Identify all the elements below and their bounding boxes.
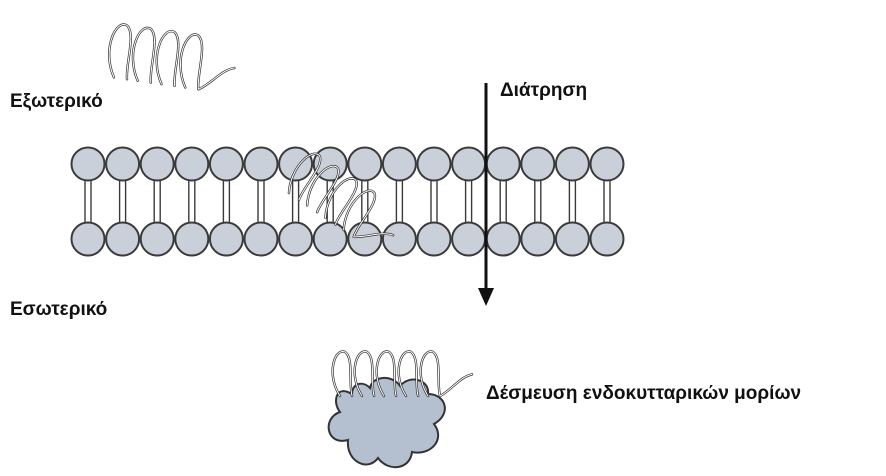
lipid-head-outer (245, 148, 278, 181)
binding-label: Δέσμευση ενδοκυτταρικών μορίων (486, 383, 801, 405)
lipid-head-inner (348, 223, 381, 256)
lipid-head-inner (487, 223, 520, 256)
intracellular-binding-complex (329, 351, 472, 467)
lipid-head-outer (279, 148, 312, 181)
lipid-head-inner (106, 223, 139, 256)
lipid-head-outer (418, 148, 451, 181)
helix-coil (106, 23, 239, 94)
lipid-head-outer (452, 148, 485, 181)
helix-highlight (106, 23, 239, 94)
lipid-head-outer (383, 148, 416, 181)
lipid-head-outer (72, 148, 105, 181)
lipid-head-outer (175, 148, 208, 181)
lipid-head-outer (591, 148, 624, 181)
permeation-arrow (478, 83, 494, 306)
lipid-head-inner (141, 223, 174, 256)
lipid-head-inner (175, 223, 208, 256)
lipid-head-inner (314, 223, 347, 256)
lipid-head-outer (556, 148, 589, 181)
lipid-head-outer (348, 148, 381, 181)
pore-label: Διάτρηση (500, 80, 587, 102)
intracellular-molecule-icon (329, 378, 445, 467)
lipid-head-inner (279, 223, 312, 256)
phospholipid-bilayer (72, 148, 624, 256)
lipid-head-inner (383, 223, 416, 256)
lipid-head-outer (487, 148, 520, 181)
lipid-head-inner (521, 223, 554, 256)
lipid-head-outer (141, 148, 174, 181)
lipid-head-inner (591, 223, 624, 256)
lipid-head-inner (452, 223, 485, 256)
lipid-head-outer (210, 148, 243, 181)
lipid-head-inner (418, 223, 451, 256)
inside-label: Εσωτερικό (10, 299, 107, 321)
lipid-head-inner (245, 223, 278, 256)
lipid-head-inner (72, 223, 105, 256)
lipid-head-outer (521, 148, 554, 181)
outside-label: Εξωτερικό (10, 91, 103, 113)
lipid-head-inner (210, 223, 243, 256)
free-peptide-helix-icon (106, 23, 239, 94)
lipid-head-outer (106, 148, 139, 181)
lipid-head-inner (556, 223, 589, 256)
